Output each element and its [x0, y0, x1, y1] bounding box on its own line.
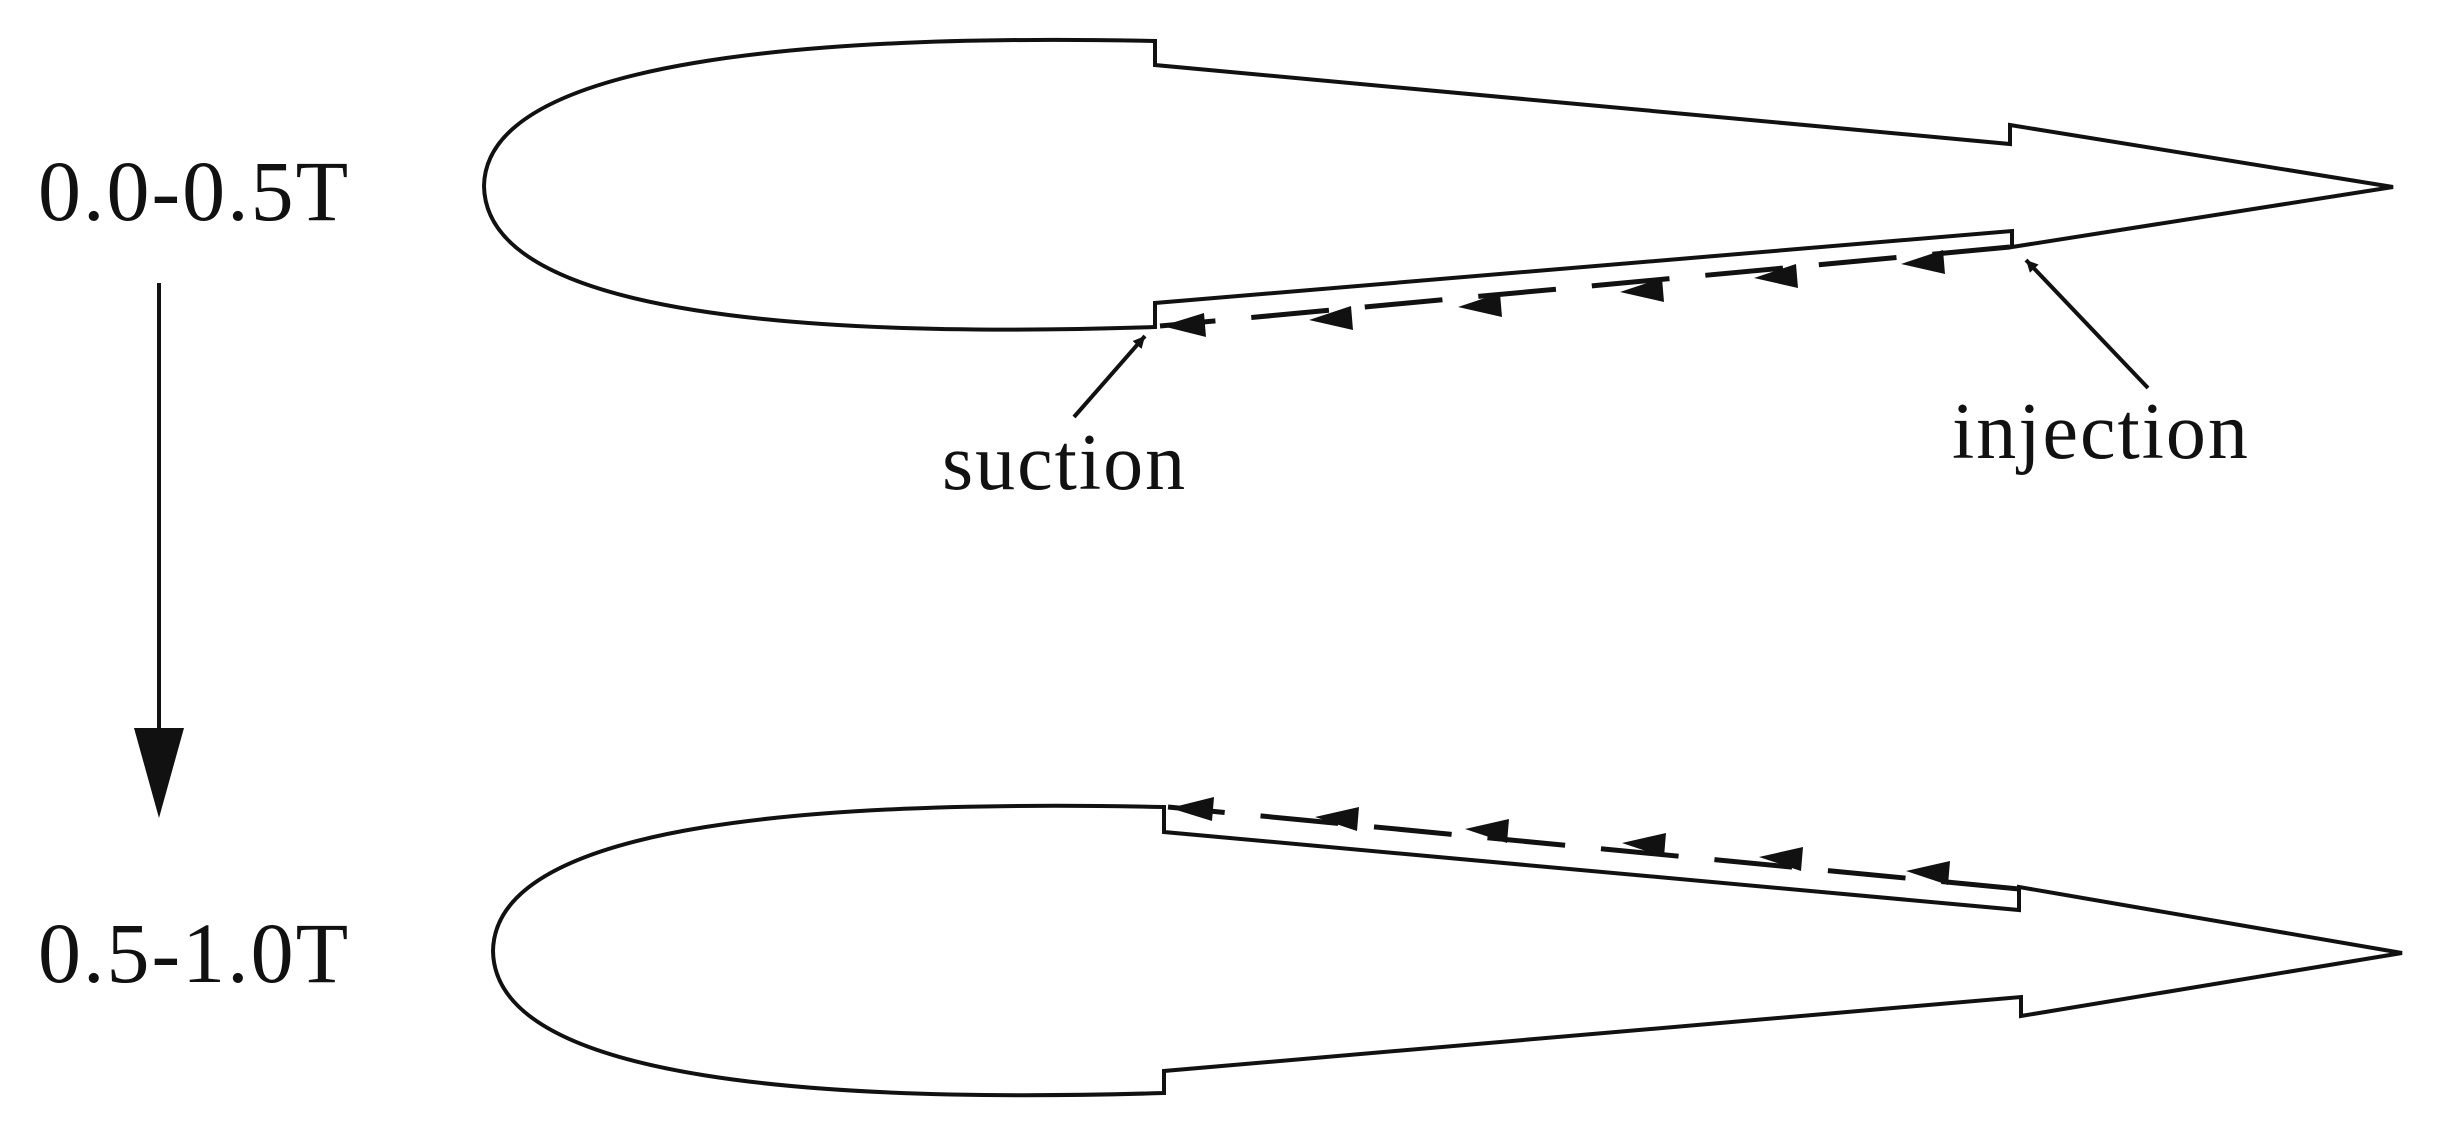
airfoil-top [481, 37, 2394, 332]
flow-arrowhead [1170, 797, 1214, 821]
flow-arrowhead [1162, 313, 1206, 337]
flow-arrows-top [1159, 244, 2011, 337]
airfoil-top-outline [481, 37, 2394, 332]
time-progress-arrow [134, 283, 184, 818]
flow-arrows-bottom [1167, 797, 2020, 892]
callout-pointers [1072, 258, 2150, 419]
airfoil-bottom [490, 803, 2403, 1098]
time-arrowhead [134, 728, 184, 818]
phase-label-first: 0.0-0.5T [38, 143, 351, 239]
flow-arrowhead [1315, 807, 1359, 831]
flow-arrowhead [1901, 250, 1945, 274]
suction-pointer [1072, 334, 1147, 419]
suction-label: suction [942, 419, 1188, 507]
flow-arrowhead [1309, 306, 1353, 330]
flow-arrowhead [1465, 819, 1509, 843]
airfoil-bottom-outline [490, 803, 2403, 1098]
phase-label-second: 0.5-1.0T [38, 905, 351, 1001]
flow-arrowhead [1759, 847, 1803, 871]
flow-arrowhead [1622, 833, 1666, 857]
injection-pointer [2024, 258, 2150, 390]
flow-arrowhead [1620, 278, 1664, 302]
flow-arrowhead [1906, 861, 1950, 885]
injection-label: injection [1952, 388, 2250, 476]
flow-arrowhead [1754, 264, 1798, 288]
flow-arrowhead [1458, 293, 1502, 317]
